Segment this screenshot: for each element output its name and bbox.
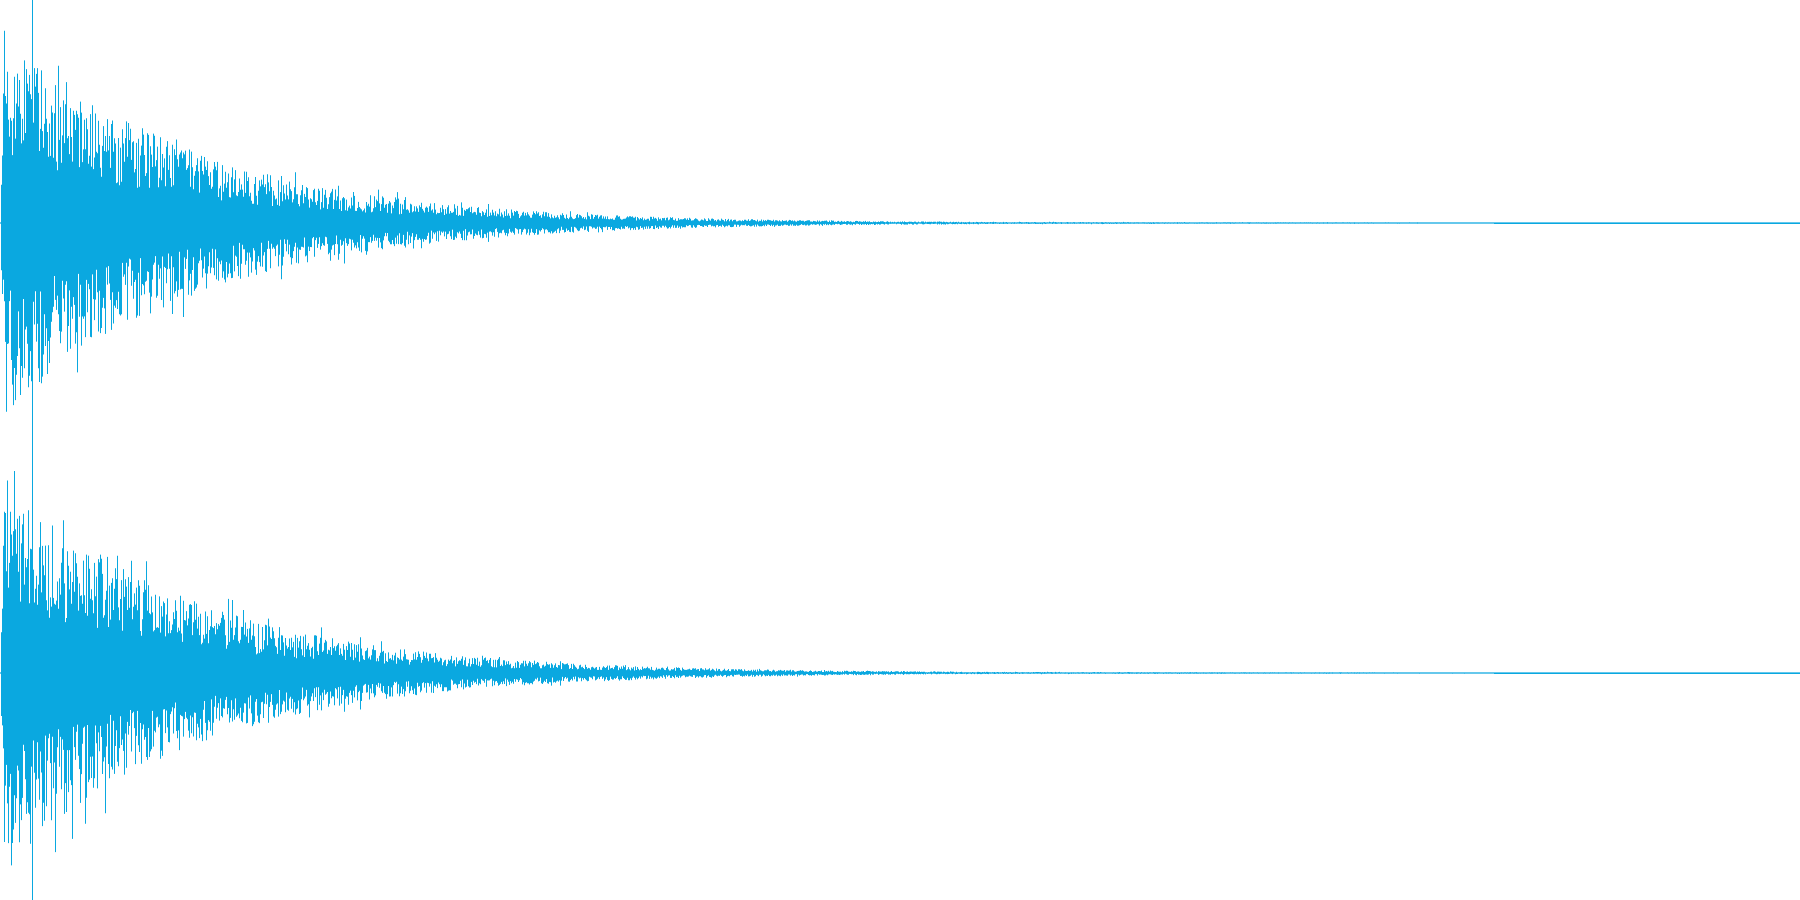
waveform-channel-1[interactable]: [0, 0, 1800, 450]
channel-bottom-waveform[interactable]: [0, 450, 1800, 900]
playhead-cursor[interactable]: [32, 0, 33, 900]
channel-top-waveform[interactable]: [0, 0, 1800, 450]
waveform-trace: [0, 471, 1800, 866]
waveform-trace: [0, 30, 1800, 412]
waveform-channel-2[interactable]: [0, 450, 1800, 900]
